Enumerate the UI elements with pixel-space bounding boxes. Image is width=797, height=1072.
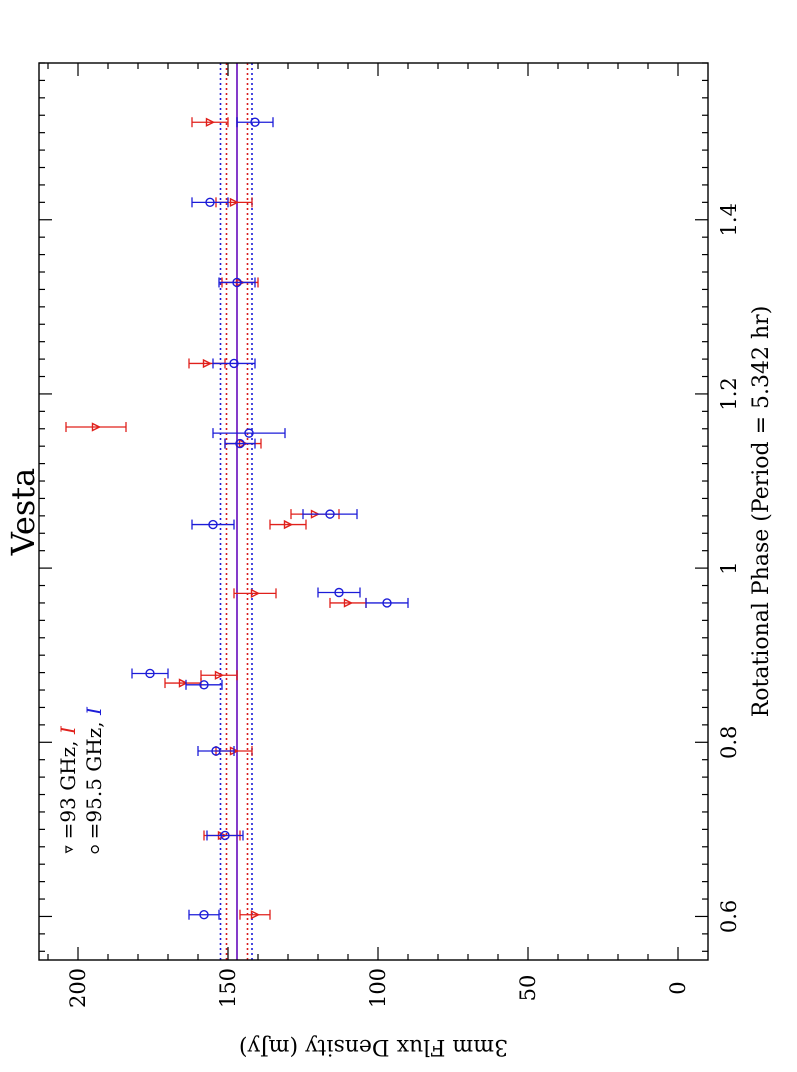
plot-frame [38, 62, 709, 961]
triangle-marker [214, 670, 225, 680]
legend-label-93ghz: =93 GHz, I [56, 725, 80, 839]
legend-entry-93ghz: =93 GHz, I [56, 725, 80, 854]
legend: =93 GHz, I =95.5 GHz, I [56, 706, 106, 854]
circle-marker [334, 587, 344, 598]
flux-tick-label: 0 [666, 981, 690, 994]
triangle-marker [202, 358, 213, 369]
chart-title: Vesta [4, 468, 42, 556]
phase-tick-label: 1.2 [717, 377, 741, 410]
circle-marker [145, 668, 155, 679]
triangle-marker [343, 598, 354, 608]
data-point-93ghz [329, 597, 367, 608]
reference-lines [219, 63, 253, 960]
data-point-93ghz [191, 117, 229, 128]
data-point-93ghz [200, 670, 238, 681]
flux-tick-label: 200 [66, 968, 90, 1008]
data-point-95ghz [236, 117, 274, 128]
legend-label-95ghz-tag: I [82, 706, 106, 716]
chart-titles: Vesta Rotational Phase (Period = 5.342 h… [4, 306, 774, 1059]
data-point-95ghz [212, 358, 256, 369]
triangle-marker [178, 678, 189, 688]
data-point-95ghz [206, 830, 244, 841]
data-point-95ghz [212, 428, 286, 439]
triangle-marker [229, 197, 240, 207]
data-point-93ghz [233, 588, 277, 599]
legend-label-93ghz-text: =93 GHz, [56, 734, 80, 839]
triangle-marker [283, 519, 294, 530]
circle-marker [382, 598, 392, 608]
plot-border [38, 62, 709, 961]
triangle-icon [65, 845, 74, 854]
tick-labels: 0 50 100 150 200 0.6 0.8 1 1.2 1.4 [66, 203, 741, 1008]
flux-tick-label: 150 [216, 968, 240, 1008]
triangle-marker [205, 117, 216, 127]
data-point-95ghz [317, 587, 361, 598]
phase-tick-label: 0.8 [717, 726, 741, 759]
data-point-93ghz [164, 678, 202, 689]
phase-tick-label: 1 [717, 561, 741, 574]
y-axis-title: 3mm Flux Density (mJy) [239, 1034, 508, 1059]
circle-marker [205, 197, 215, 208]
data-point-95ghz [185, 679, 223, 690]
data-point-95ghz [131, 668, 169, 679]
x-axis-title: Rotational Phase (Period = 5.342 hr) [749, 306, 774, 718]
circle-marker [244, 428, 254, 438]
data-point-95ghz [191, 519, 235, 530]
flux-tick-label: 50 [516, 975, 540, 1002]
legend-entry-95ghz: =95.5 GHz, I [82, 706, 106, 854]
phase-tick-label: 1.4 [717, 203, 741, 236]
triangle-marker [250, 910, 261, 920]
circle-marker [208, 519, 218, 530]
circle-marker [232, 277, 242, 288]
legend-label-93ghz-tag: I [56, 725, 80, 735]
data-point-95ghz [365, 597, 409, 608]
circle-marker [229, 358, 239, 369]
circle-marker [211, 746, 221, 756]
flux-tick-label: 100 [366, 968, 390, 1008]
circle-icon [90, 845, 100, 854]
data-points [65, 117, 409, 920]
data-point-95ghz [197, 745, 235, 756]
data-point-93ghz [65, 422, 127, 433]
data-point-95ghz [191, 197, 229, 208]
data-point-95ghz [188, 909, 220, 920]
data-point-93ghz [239, 909, 271, 920]
data-point-95ghz [224, 438, 256, 449]
triangle-marker [250, 588, 261, 598]
legend-label-95ghz: =95.5 GHz, I [82, 706, 106, 839]
triangle-marker [91, 422, 102, 432]
data-point-95ghz [218, 277, 256, 288]
legend-label-95ghz-text: =95.5 GHz, [82, 715, 106, 839]
data-point-95ghz [302, 509, 358, 520]
axis-ticks [39, 62, 708, 960]
circle-marker [220, 830, 230, 841]
data-point-93ghz [269, 519, 307, 530]
phase-tick-label: 0.6 [717, 900, 741, 933]
circle-marker [325, 509, 335, 519]
circle-marker [250, 117, 260, 127]
circle-marker [199, 910, 209, 920]
circle-marker [199, 680, 209, 690]
circle-marker [235, 438, 245, 449]
